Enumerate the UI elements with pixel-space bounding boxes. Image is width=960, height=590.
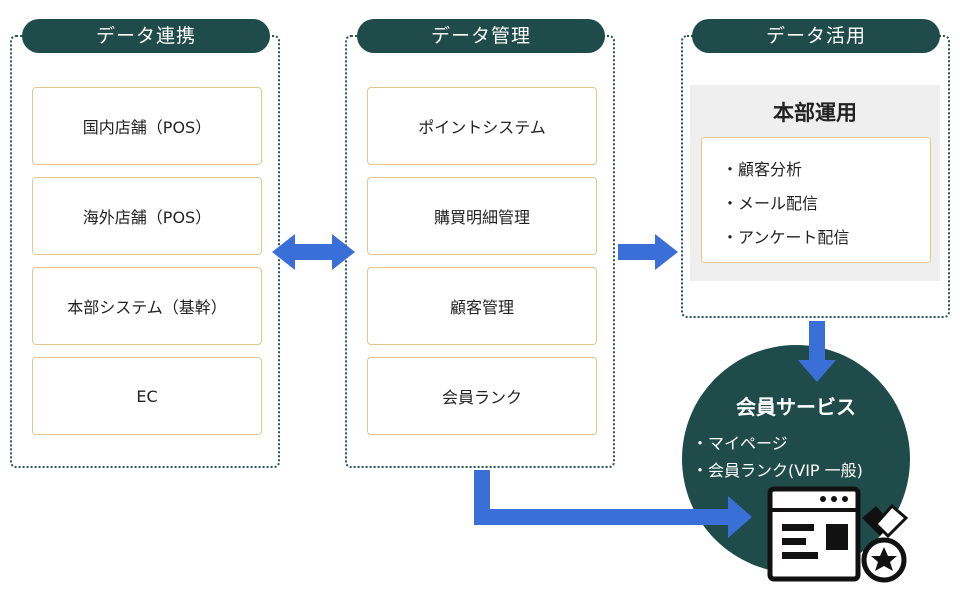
member-service-rank: ・会員ランク(VIP 一般) <box>692 461 863 480</box>
data-integration-panel: 国内店舗（POS） 海外店舗（POS） 本部システム（基幹） EC <box>10 35 280 468</box>
hq-item-customer-analysis: ・顧客分析 <box>722 160 803 179</box>
right-arrow-icon <box>618 234 678 270</box>
data-management-title: データ管理 <box>357 19 605 53</box>
down-arrow-icon <box>798 321 836 382</box>
elbow-arrow-icon <box>474 470 752 538</box>
bidirectional-arrow-icon <box>272 234 355 270</box>
hq-operations-list: ・顧客分析 ・メール配信 ・アンケート配信 <box>701 137 931 263</box>
item-member-rank: 会員ランク <box>367 357 597 435</box>
item-customer-management: 顧客管理 <box>367 267 597 345</box>
data-utilization-title: データ活用 <box>692 19 940 53</box>
member-service-title: 会員サービス <box>736 395 856 419</box>
data-management-panel: ポイントシステム 購買明細管理 顧客管理 会員ランク <box>345 35 615 468</box>
item-point-system: ポイントシステム <box>367 87 597 165</box>
item-ec: EC <box>32 357 262 435</box>
item-hq-system: 本部システム（基幹） <box>32 267 262 345</box>
item-domestic-pos: 国内店舗（POS） <box>32 87 262 165</box>
hq-operations-box: 本部運用 ・顧客分析 ・メール配信 ・アンケート配信 <box>690 85 940 281</box>
item-purchase-detail: 購買明細管理 <box>367 177 597 255</box>
hq-item-survey-delivery: ・アンケート配信 <box>722 228 850 247</box>
item-overseas-pos: 海外店舗（POS） <box>32 177 262 255</box>
hq-item-mail-delivery: ・メール配信 <box>722 194 819 213</box>
membership-card-medal-icon <box>767 486 909 583</box>
data-integration-title: データ連携 <box>22 19 270 53</box>
member-service-mypage: ・マイページ <box>692 434 788 453</box>
hq-operations-title: 本部運用 <box>773 101 857 125</box>
